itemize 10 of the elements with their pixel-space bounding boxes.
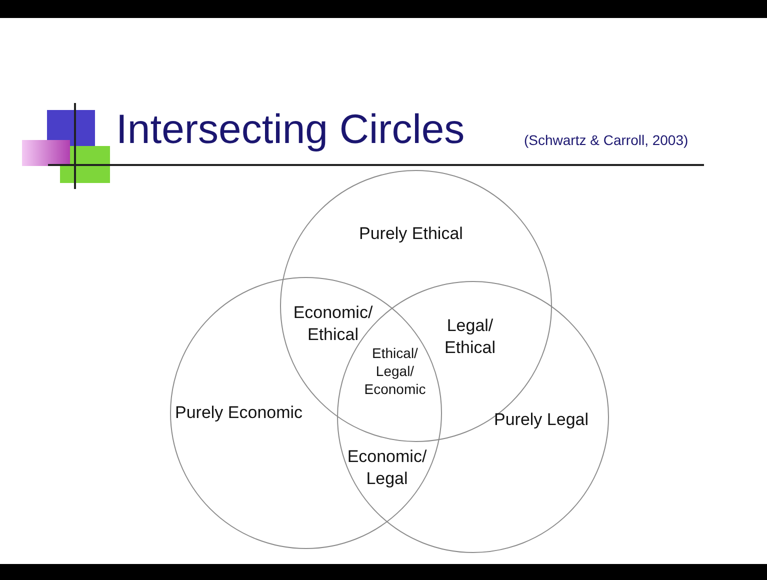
venn-circle bbox=[170, 277, 442, 549]
region-label: Economic/ Legal bbox=[346, 446, 428, 490]
circle-label: Purely Legal bbox=[494, 409, 589, 431]
region-label: Legal/ Ethical bbox=[443, 315, 497, 360]
circle-label: Purely Ethical bbox=[359, 223, 463, 245]
region-label: Ethical/ Legal/ Economic bbox=[363, 344, 427, 399]
slide-title: Intersecting Circles bbox=[116, 106, 465, 153]
citation: (Schwartz & Carroll, 2003) bbox=[524, 131, 688, 150]
region-label: Economic/ Ethical bbox=[292, 302, 374, 346]
circle-label: Purely Economic bbox=[175, 402, 303, 424]
